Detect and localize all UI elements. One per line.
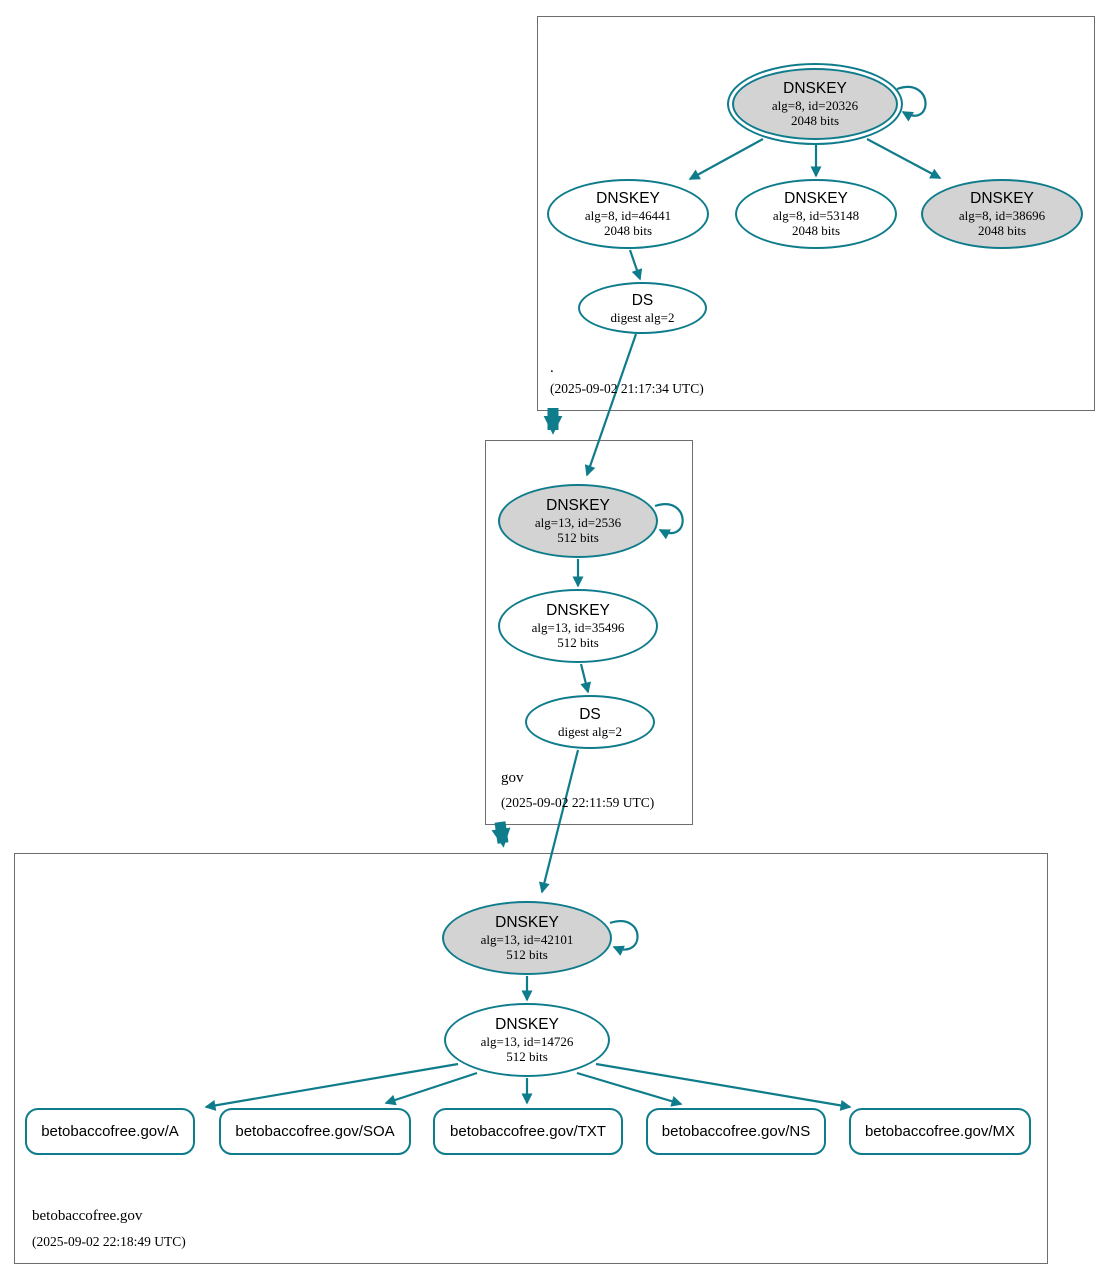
dnskey-node-root-zsk2: DNSKEY alg=8, id=53148 2048 bits	[735, 179, 897, 249]
node-title: DNSKEY	[783, 80, 847, 97]
node-detail: alg=13, id=35496	[531, 620, 625, 635]
dnskey-node-betobaccofree-ksk: DNSKEY alg=13, id=42101 512 bits	[442, 901, 612, 975]
node-title: DNSKEY	[596, 190, 660, 207]
node-detail: alg=8, id=46441	[584, 208, 672, 223]
node-detail: alg=8, id=53148	[772, 208, 860, 223]
node-detail: alg=13, id=42101	[480, 932, 574, 947]
zone-label-betobaccofree: betobaccofree.gov	[32, 1208, 143, 1224]
zone-timestamp-gov: (2025-09-02 22:11:59 UTC)	[501, 795, 655, 810]
dnskey-node-betobaccofree-zsk: DNSKEY alg=13, id=14726 512 bits	[444, 1003, 610, 1077]
node-bits: 512 bits	[506, 1049, 548, 1064]
node-bits: 2048 bits	[791, 223, 841, 238]
node-title: DS	[631, 291, 654, 309]
node-bits: 2048 bits	[603, 223, 653, 238]
zone-timestamp-root: (2025-09-02 21:17:34 UTC)	[550, 381, 704, 396]
node-detail: digest alg=2	[610, 309, 675, 325]
dnskey-node-root-zsk3: DNSKEY alg=8, id=38696 2048 bits	[921, 179, 1083, 249]
edge-gov-zone-to-betobaccofree-zone	[491, 821, 511, 848]
node-title: DNSKEY	[546, 602, 610, 619]
rrset-box-a: betobaccofree.gov/A	[25, 1108, 195, 1155]
rrset-box-mx: betobaccofree.gov/MX	[849, 1108, 1031, 1155]
zone-box-root	[537, 16, 1095, 411]
node-title: DNSKEY	[784, 190, 848, 207]
node-title: DNSKEY	[970, 190, 1034, 207]
node-title: DNSKEY	[546, 497, 610, 514]
node-bits: 512 bits	[557, 530, 599, 545]
dnskey-node-root-ksk: DNSKEY alg=8, id=20326 2048 bits	[732, 68, 898, 140]
node-detail: alg=13, id=2536	[534, 515, 622, 530]
ds-node-root: DS digest alg=2	[578, 282, 707, 334]
node-title: DNSKEY	[495, 1016, 559, 1033]
node-title: DNSKEY	[495, 914, 559, 931]
dnskey-node-root-ksk-outer-ring: DNSKEY alg=8, id=20326 2048 bits	[727, 63, 903, 145]
ds-node-gov: DS digest alg=2	[525, 695, 655, 749]
dnskey-node-root-zsk1: DNSKEY alg=8, id=46441 2048 bits	[547, 179, 709, 249]
node-bits: 512 bits	[506, 947, 548, 962]
rrset-box-ns: betobaccofree.gov/NS	[646, 1108, 826, 1155]
dnskey-node-gov-zsk: DNSKEY alg=13, id=35496 512 bits	[498, 589, 658, 663]
node-detail: alg=8, id=38696	[958, 208, 1046, 223]
dnskey-node-gov-ksk: DNSKEY alg=13, id=2536 512 bits	[498, 484, 658, 558]
rrset-box-txt: betobaccofree.gov/TXT	[433, 1108, 623, 1155]
node-title: DS	[579, 705, 601, 723]
node-bits: 2048 bits	[977, 223, 1027, 238]
rrset-box-soa: betobaccofree.gov/SOA	[219, 1108, 411, 1155]
zone-label-gov: gov	[501, 770, 524, 786]
node-detail: alg=13, id=14726	[480, 1034, 574, 1049]
node-bits: 2048 bits	[790, 113, 840, 128]
zone-timestamp-betobaccofree: (2025-09-02 22:18:49 UTC)	[32, 1234, 186, 1249]
node-detail: digest alg=2	[557, 723, 623, 739]
node-bits: 512 bits	[557, 635, 599, 650]
zone-box-betobaccofree	[14, 853, 1048, 1264]
node-detail: alg=8, id=20326	[771, 98, 859, 113]
zone-label-root: .	[550, 360, 554, 376]
